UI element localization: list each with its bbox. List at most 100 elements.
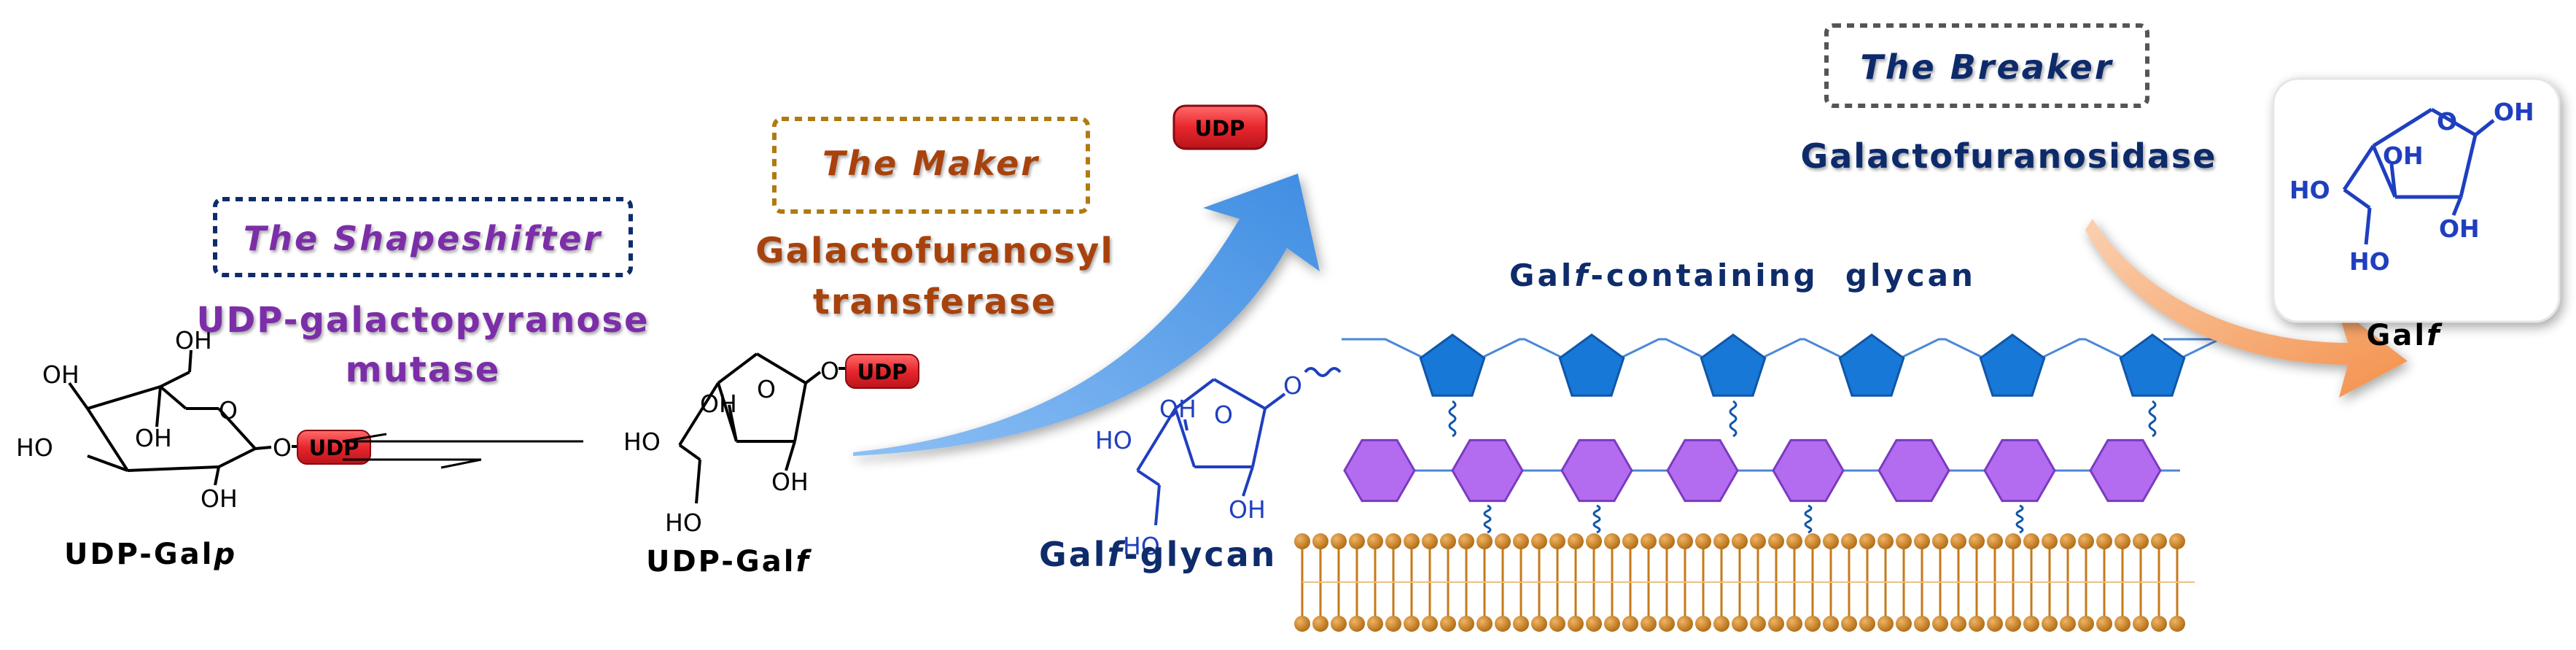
lipid-head	[1877, 616, 1894, 632]
lipid-head	[1641, 616, 1657, 632]
lipid-head	[1932, 616, 1948, 632]
lipid-head	[1331, 616, 1347, 632]
glycan-backbone	[1342, 338, 2220, 374]
lipid-head	[1440, 616, 1456, 632]
lipid-head	[1950, 616, 1966, 632]
atom-oh: OH	[2494, 98, 2534, 126]
lipid-head	[1841, 616, 1857, 632]
breaker-arrow	[2085, 219, 2408, 398]
galf-label: Galf	[2367, 319, 2443, 352]
atom-o: O	[2437, 107, 2457, 136]
lipid-head	[2060, 616, 2076, 632]
lipid-head	[1987, 616, 2003, 632]
atom-o: O	[273, 433, 292, 462]
atom-ho: HO	[2349, 247, 2390, 276]
lipid-head	[1385, 533, 1401, 549]
glycan-hexagon	[1666, 438, 1739, 503]
lipid-head	[1859, 533, 1875, 549]
lipid-head	[2169, 533, 2185, 549]
svg-text:UDP: UDP	[1195, 116, 1245, 141]
svg-text:UDP: UDP	[857, 360, 908, 384]
lipid-head	[1476, 533, 1493, 549]
membrane-linker	[1483, 504, 1492, 534]
lipid-head	[1732, 533, 1748, 549]
membrane-linker	[2015, 504, 2024, 534]
lipid-head	[1568, 533, 1584, 549]
galf-card	[2272, 77, 2561, 323]
atom-oh: OH	[201, 484, 238, 513]
lipid-head	[1294, 533, 1310, 549]
lipid-head	[1750, 616, 1766, 632]
lipid-head	[1349, 616, 1365, 632]
lipid-head	[1568, 616, 1584, 632]
transferase-label-line1: Galactofuranosyl	[755, 231, 1114, 271]
lipid-head	[2023, 616, 2039, 632]
lipid-head	[1950, 533, 1966, 549]
galf-glycan-label: Galf-glycan	[1039, 535, 1277, 574]
mutase-label-line1: UDP-galactopyranose	[196, 300, 649, 341]
glycan-hexagon	[1343, 438, 1416, 503]
lipid-head	[1805, 533, 1821, 549]
glycan-chain	[1342, 333, 2220, 534]
lipid-head	[1768, 616, 1784, 632]
atom-oh: OH	[2439, 214, 2480, 243]
galf-containing-glycan-label: Galf-containing glycan	[1509, 258, 1976, 293]
atom-oh: OH	[1159, 395, 1196, 423]
transferase-label-line2: transferase	[813, 282, 1057, 322]
lipid-head	[1476, 616, 1493, 632]
membrane-linker	[1804, 504, 1813, 534]
lipid-head	[1805, 616, 1821, 632]
lipid-head	[1695, 616, 1711, 632]
lipid-head	[1531, 616, 1547, 632]
glycan-hexagon	[1877, 438, 1950, 503]
lipid-head	[1659, 616, 1675, 632]
lipid-head	[1768, 533, 1784, 549]
lipid-head	[1622, 533, 1638, 549]
galf-glycan-sugar	[1136, 367, 1342, 526]
lipid-head	[1713, 616, 1729, 632]
lipid-head	[1823, 533, 1839, 549]
galf-pentagon	[1700, 333, 1767, 397]
glycan-hexagon	[1983, 438, 2056, 503]
shapeshifter-title: The Shapeshifter	[244, 219, 602, 258]
equilibrium-arrows	[342, 433, 583, 469]
glycan-hexagon	[2089, 438, 2162, 503]
lipid-head	[2114, 533, 2131, 549]
galactofuranosidase-label: Galactofuranosidase	[1801, 136, 2217, 176]
lipid-head	[1458, 533, 1474, 549]
lipid-head	[1422, 616, 1438, 632]
atom-oh: OH	[42, 360, 79, 389]
lipid-head	[2133, 533, 2149, 549]
lipid-head	[1914, 616, 1930, 632]
lipid-head	[1604, 616, 1620, 632]
lipid-head	[1312, 616, 1328, 632]
lipid-head	[1312, 533, 1328, 549]
lipid-head	[1294, 616, 1310, 632]
lipid-head	[1367, 533, 1383, 549]
lipid-head	[1987, 533, 2003, 549]
lipid-head	[2169, 616, 2185, 632]
lipid-head	[2005, 533, 2021, 549]
glycan-linker	[2148, 400, 2157, 438]
membrane-linker	[1592, 504, 1601, 534]
lipid-head	[1713, 533, 1729, 549]
shapeshifter-box	[213, 197, 633, 277]
atom-oh: OH	[700, 390, 737, 418]
atom-o: O	[219, 396, 238, 425]
lipid-head	[1896, 616, 1912, 632]
lipid-head	[1531, 533, 1547, 549]
lipid-head	[1896, 533, 1912, 549]
maker-arrow	[853, 174, 1320, 456]
atom-oh: OH	[771, 468, 809, 496]
maker-box	[772, 117, 1090, 214]
atom-ho: HO	[1095, 426, 1132, 454]
lipid-head	[1404, 616, 1420, 632]
lipid-head	[1823, 616, 1839, 632]
lipid-head	[2151, 533, 2167, 549]
lipid-head	[2042, 616, 2058, 632]
mutase-label-line2: mutase	[346, 349, 501, 390]
udp-badge: UDP	[845, 354, 919, 389]
maker-title: The Maker	[822, 144, 1040, 183]
lipid-head	[1549, 616, 1565, 632]
